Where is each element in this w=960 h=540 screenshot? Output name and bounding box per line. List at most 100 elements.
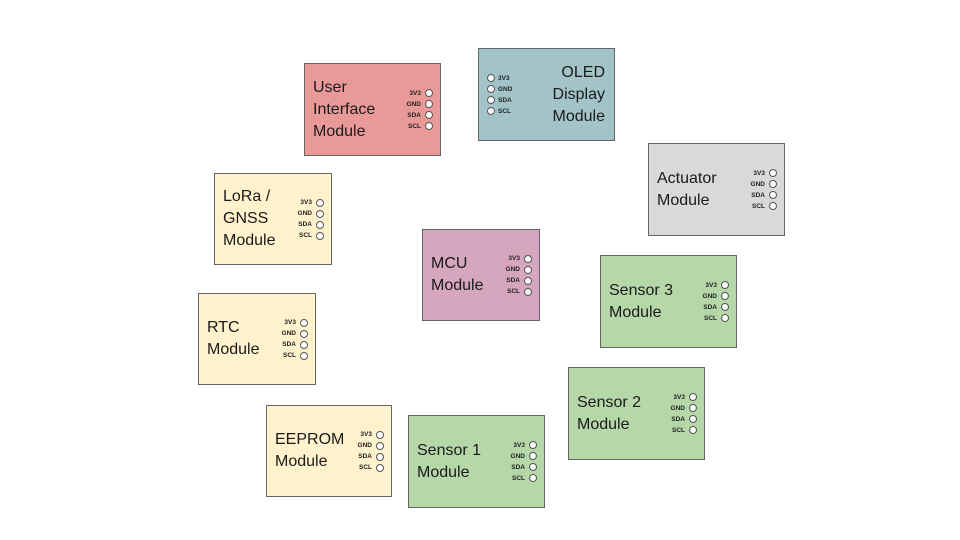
- pin-connector-icon: [721, 281, 729, 289]
- pin: GND: [671, 403, 697, 414]
- pin: SCL: [511, 473, 537, 484]
- module-title-line: Module: [657, 191, 710, 209]
- module-title-line: Module: [552, 107, 605, 125]
- pin-connector-icon: [300, 318, 308, 327]
- pin-connector-icon: [487, 85, 495, 93]
- pin-label: SDA: [358, 453, 372, 460]
- pin-connector-icon: [376, 452, 384, 461]
- pin-connector-icon: [721, 314, 729, 322]
- pin-connector-icon: [529, 452, 537, 460]
- pin-connector-icon: [376, 463, 384, 472]
- pin: 3V3: [358, 429, 384, 440]
- pin-label: GND: [670, 404, 685, 412]
- pin-label: 3V3: [409, 89, 421, 97]
- pin-label: SDA: [671, 415, 685, 423]
- pin: SCL: [703, 313, 729, 324]
- pin: GND: [703, 291, 729, 302]
- pin-label: 3V3: [673, 393, 685, 401]
- pin-connector-icon: [524, 287, 532, 296]
- pin: SCL: [407, 121, 433, 132]
- pin-label: SDA: [282, 341, 296, 348]
- pin-label: SDA: [407, 111, 421, 119]
- pin-label: GND: [406, 100, 421, 108]
- pin: SDA: [511, 462, 537, 473]
- pin-label: SDA: [751, 191, 765, 199]
- pin-label: GND: [702, 292, 717, 300]
- pin-label: 3V3: [284, 319, 296, 326]
- pin-label: SCL: [283, 352, 296, 359]
- module-title-line: Module: [313, 122, 366, 140]
- pin-label: GND: [750, 180, 765, 188]
- module-title-line: LoRa /: [223, 188, 271, 205]
- module-title-line: RTC: [207, 319, 240, 336]
- pin-label: GND: [498, 85, 513, 93]
- pin-label: GND: [297, 210, 312, 217]
- pin: SCL: [282, 350, 308, 361]
- module-title-line: Sensor 3: [609, 281, 674, 299]
- pin-connector-icon: [376, 441, 384, 450]
- pin-connector-icon: [721, 303, 729, 311]
- module-title-line: Actuator: [657, 169, 717, 187]
- pin-connector-icon: [529, 463, 537, 471]
- pin-label: SDA: [703, 303, 717, 311]
- pin: GND: [751, 179, 777, 190]
- pin-label: SCL: [359, 464, 372, 471]
- pin-connector-icon: [316, 231, 324, 240]
- pin-connector-icon: [425, 89, 433, 97]
- pin-connector-icon: [529, 441, 537, 449]
- pin: SCL: [358, 462, 384, 473]
- pin: GND: [407, 99, 433, 110]
- pin-label: GND: [281, 330, 296, 337]
- pin-label: 3V3: [705, 281, 717, 289]
- pin: SDA: [358, 451, 384, 462]
- pin-connector-icon: [524, 276, 532, 285]
- pin-connector-icon: [689, 415, 697, 423]
- pin: GND: [511, 451, 537, 462]
- pin-connector-icon: [487, 96, 495, 104]
- pin-connector-icon: [769, 169, 777, 177]
- pin: SCL: [506, 286, 532, 297]
- pin: GND: [358, 440, 384, 451]
- pin: SDA: [703, 302, 729, 313]
- module-title-line: OLED: [561, 63, 605, 81]
- pin-connector-icon: [316, 209, 324, 218]
- pin: SDA: [751, 190, 777, 201]
- pin-connector-icon: [425, 100, 433, 108]
- pin: SCL: [751, 201, 777, 212]
- pin-connector-icon: [769, 202, 777, 210]
- pin-connector-icon: [487, 74, 495, 82]
- pin: SCL: [487, 106, 512, 117]
- pin: GND: [282, 328, 308, 339]
- pin: 3V3: [506, 253, 532, 264]
- module-title-line: Sensor 1: [417, 441, 482, 459]
- pin-label: SCL: [512, 474, 525, 482]
- module-title-line: Interface: [313, 100, 376, 118]
- module-title-line: Display: [552, 85, 605, 103]
- pin-label: SCL: [299, 232, 312, 239]
- pin: SDA: [506, 275, 532, 286]
- pin-label: GND: [510, 452, 525, 460]
- pin-connector-icon: [376, 430, 384, 439]
- pin: SCL: [671, 425, 697, 436]
- pin-connector-icon: [689, 393, 697, 401]
- pin-label: 3V3: [360, 431, 372, 438]
- module-title-line: Module: [223, 232, 276, 249]
- pin-label: GND: [357, 442, 372, 449]
- pin: GND: [298, 208, 324, 219]
- pin-connector-icon: [300, 351, 308, 360]
